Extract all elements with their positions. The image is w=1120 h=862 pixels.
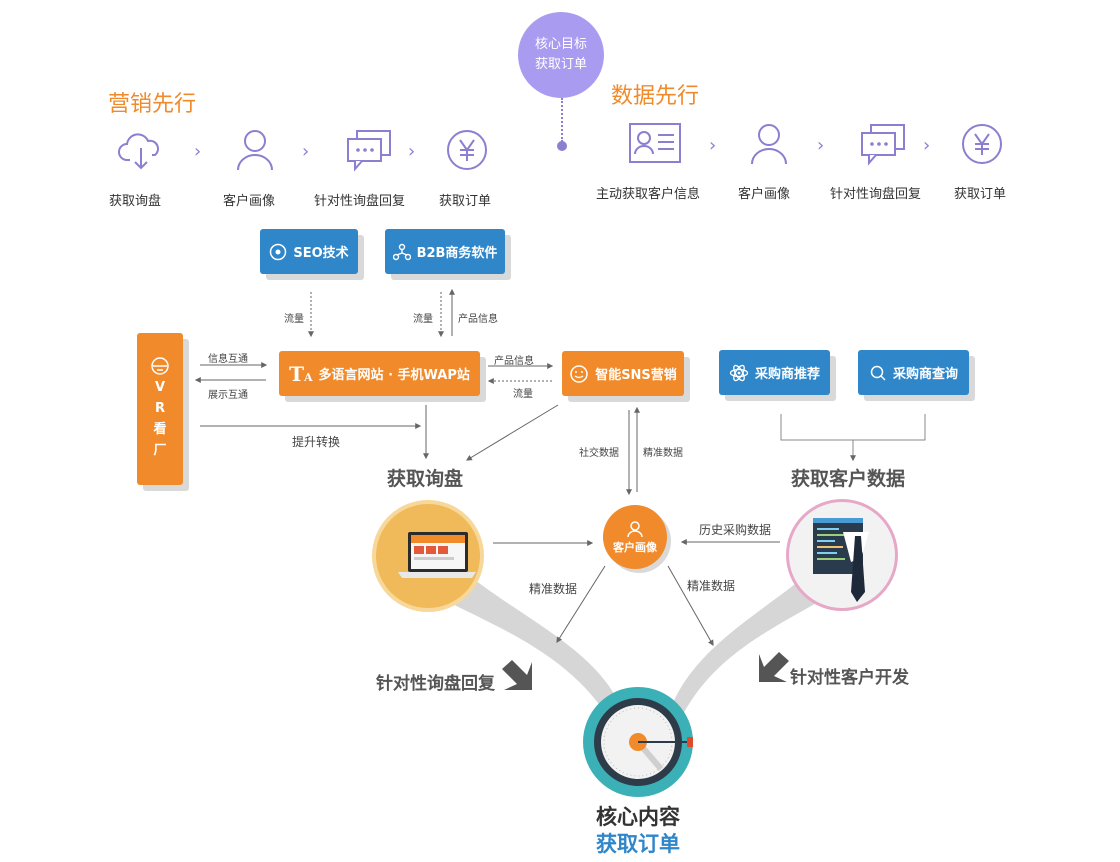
flow-label: 社交数据 <box>579 448 619 459</box>
data-first-title: 数据先行 <box>611 84 700 109</box>
flow-label: 历史采购数据 <box>699 523 772 537</box>
data-first-step-label: 客户画像 <box>738 187 791 202</box>
vr-headset-icon <box>151 357 169 375</box>
yen-icon <box>962 124 1002 164</box>
core-goal-line2: 获取订单 <box>534 57 587 72</box>
flow-label: 精准数据 <box>687 579 736 593</box>
flow-label: 流量 <box>413 314 433 325</box>
marketing-step-label: 客户画像 <box>223 194 276 209</box>
targeted-reply-label: 针对性询盘回复 <box>376 674 495 694</box>
buyer-query-label: 采购商查询 <box>892 367 958 382</box>
data-first-chevron-3: › <box>923 135 931 156</box>
marketing-step-label: 针对性询盘回复 <box>314 194 406 209</box>
customer-profile-node: 客户画像 <box>603 505 667 569</box>
user-icon <box>237 130 273 171</box>
search-icon <box>870 365 886 381</box>
customer-profile-label: 客户画像 <box>613 541 657 554</box>
smile-chat-icon <box>570 364 588 383</box>
marketing-chevron-1: › <box>194 141 202 162</box>
seo-button[interactable]: SEO技术 <box>260 229 358 274</box>
id-card-icon <box>629 123 681 163</box>
customer-data-illustration <box>786 499 898 611</box>
flow-label: 产品信息 <box>494 356 534 367</box>
b2b-button-label: B2B商务软件 <box>416 246 498 261</box>
flow-label: 流量 <box>284 314 304 325</box>
cloud-download-icon <box>118 133 159 170</box>
chat-bubbles-icon <box>861 124 905 166</box>
user-icon <box>751 124 787 165</box>
target-icon <box>270 243 287 260</box>
flow-label: 精准数据 <box>643 448 683 459</box>
website-button[interactable]: TA 多语言网站 · 手机WAP站 <box>279 351 480 396</box>
atom-icon <box>729 364 749 381</box>
target-illustration <box>583 687 693 797</box>
flow-label: 精准数据 <box>529 582 578 596</box>
chat-bubbles-icon <box>347 130 391 172</box>
buyer-query-button[interactable]: 采购商查询 <box>858 350 969 395</box>
flow-label: 展示互通 <box>208 390 248 401</box>
targeted-dev-label: 针对性客户开发 <box>790 668 909 688</box>
inquiry-laptop-illustration <box>372 500 484 612</box>
get-customer-data-label: 获取客户数据 <box>791 468 906 490</box>
vr-char: R <box>154 401 165 416</box>
network-icon <box>392 243 411 260</box>
vr-char: V <box>154 380 166 395</box>
marketing-chevron-3: › <box>408 141 416 162</box>
buyer-recommend-label: 采购商推荐 <box>754 367 820 382</box>
data-first-chevron-2: › <box>817 135 825 156</box>
marketing-step-label: 获取订单 <box>439 194 492 209</box>
data-first-step-label: 主动获取客户信息 <box>596 187 701 202</box>
core-goal-line1: 核心目标 <box>534 37 587 52</box>
yen-icon <box>447 130 487 170</box>
b2b-button[interactable]: B2B商务软件 <box>385 229 505 274</box>
vr-char: 看 <box>153 422 167 437</box>
data-first-chevron-1: › <box>709 135 717 156</box>
flow-label: 信息互通 <box>208 354 248 365</box>
flow-label: 提升转换 <box>292 435 341 449</box>
website-button-label: 多语言网站 · 手机WAP站 <box>318 368 470 383</box>
marketing-title: 营销先行 <box>108 92 197 117</box>
buyer-recommend-button[interactable]: 采购商推荐 <box>719 350 830 395</box>
vr-factory-button[interactable]: V R 看 厂 <box>137 333 183 485</box>
marketing-chevron-2: › <box>302 141 310 162</box>
get-inquiry-label: 获取询盘 <box>387 468 464 490</box>
data-first-step-label: 针对性询盘回复 <box>830 187 922 202</box>
core-goal-connector <box>561 98 563 142</box>
marketing-step-label: 获取询盘 <box>109 194 162 209</box>
translate-icon: TA <box>289 361 313 386</box>
vr-char: 厂 <box>153 443 167 458</box>
core-goal-bubble: 核心目标 获取订单 <box>518 12 604 98</box>
core-goal-dot <box>557 141 567 151</box>
user-icon <box>627 521 643 538</box>
sns-button[interactable]: 智能SNS营销 <box>562 351 684 396</box>
seo-button-label: SEO技术 <box>293 246 349 261</box>
sns-button-label: 智能SNS营销 <box>595 368 677 383</box>
core-content-subtitle: 获取订单 <box>596 832 680 856</box>
data-first-step-label: 获取订单 <box>954 187 1007 202</box>
core-content-title: 核心内容 <box>596 805 680 829</box>
flow-label: 流量 <box>513 389 533 400</box>
flow-label: 产品信息 <box>458 314 498 325</box>
